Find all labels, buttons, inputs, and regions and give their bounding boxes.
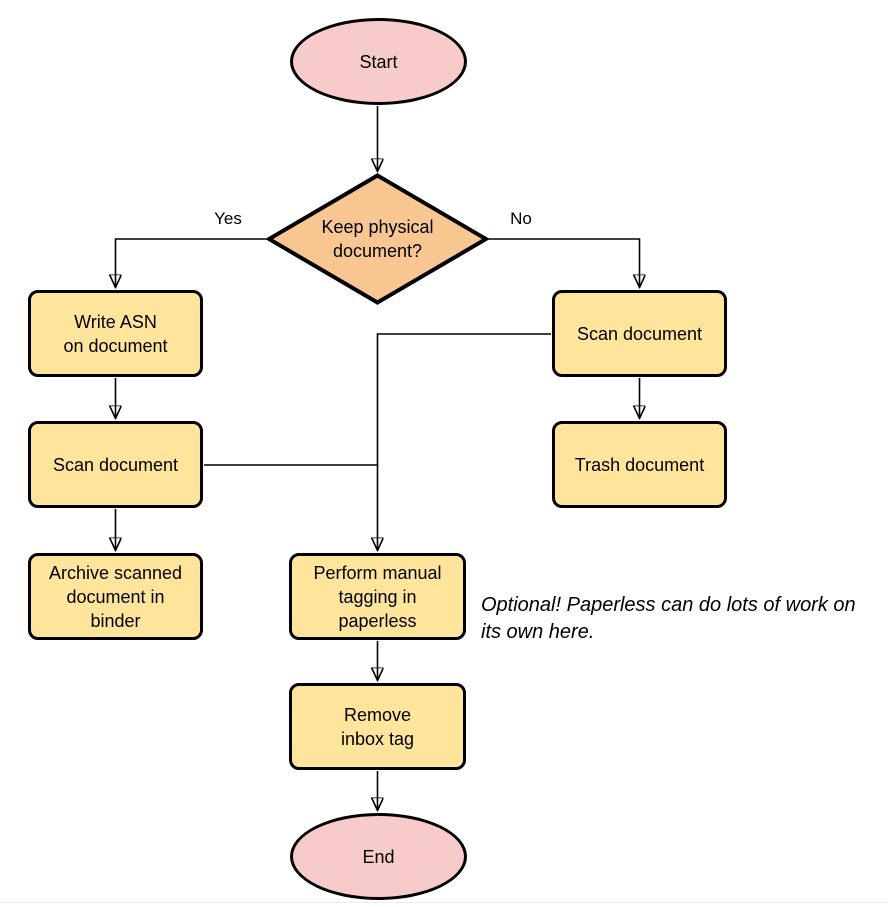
write-asn-node-label: Write ASN on document [63,311,168,356]
edge-label-yes: Yes [214,209,242,228]
decision-node-label: Keep physical document? [321,217,434,261]
scan-document-left-node-label: Scan document [52,454,179,475]
trash-document-node: Trash document [552,421,727,508]
end-node: End [290,813,467,900]
decision-node: Keep physical document? [266,173,489,305]
archive-document-node: Archive scanned document in binder [28,553,203,640]
manual-tagging-node-label: Perform manual tagging in paperless [313,562,442,631]
manual-tagging-node: Perform manual tagging in paperless [289,553,466,640]
optional-note: Optional! Paperless can do lots of work … [481,594,856,643]
edge-scan-right-to-tagging [378,333,551,550]
remove-inbox-tag-node-label: Remove inbox tag [340,704,415,749]
start-node-label: Start [359,51,398,72]
edge-decision-yes-to-write-asn [116,238,266,287]
page-bottom-rule [0,902,888,903]
archive-document-node-label: Archive scanned document in binder [48,562,183,631]
trash-document-node-label: Trash document [574,454,705,475]
end-node-label: End [362,846,395,867]
scan-document-right-node-label: Scan document [576,323,703,344]
decision-diamond-shape [266,173,489,305]
scan-document-right-node: Scan document [552,290,727,377]
scan-document-left-node: Scan document [28,421,203,508]
edge-label-no: No [510,209,532,228]
start-node: Start [290,18,467,105]
write-asn-node: Write ASN on document [28,290,203,377]
remove-inbox-tag-node: Remove inbox tag [289,683,466,770]
edge-decision-no-to-scan-right [488,238,640,287]
